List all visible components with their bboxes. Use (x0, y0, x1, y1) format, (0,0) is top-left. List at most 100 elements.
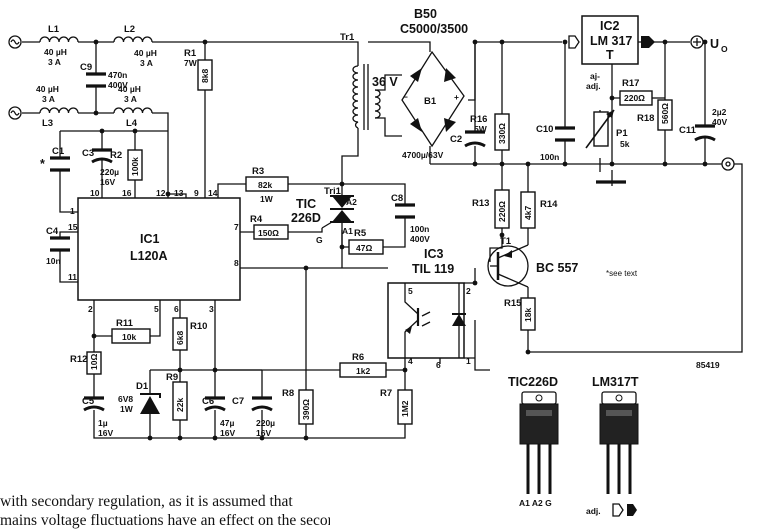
capacitor-c7: C7 220µ 16V (232, 396, 275, 438)
resistor-r17: 220Ω R17 (619, 78, 653, 106)
resistor-r11: 10k R11 (111, 318, 151, 344)
c7-value: 220µ (256, 418, 275, 428)
ic1-pin-15: 15 (68, 222, 78, 232)
r4-value: 150Ω (258, 228, 279, 238)
d1-value: 6V8 (118, 394, 133, 404)
tri1-ref: Tri1 (324, 186, 342, 197)
ic1-pin-2: 2 (88, 304, 93, 314)
l2-rating: 3 A (140, 58, 153, 68)
c9-value: 470n (108, 70, 127, 80)
c9-voltage: 400V (108, 80, 128, 90)
tri1-g: G (316, 235, 323, 245)
resistor-r10: 6k8 R10 (172, 317, 207, 351)
ic1-ref: IC1 (140, 232, 160, 246)
p1-ref: P1 (616, 128, 628, 139)
r2-value: 100k (130, 157, 140, 176)
r5-ref: R5 (354, 228, 367, 239)
c5-value: 1µ (98, 418, 108, 428)
r3-value: 82k (258, 180, 272, 190)
ic2-adj: aj- (590, 71, 600, 81)
r10-ref: R10 (190, 321, 207, 332)
package-tic226d: TIC226D A1 A2 G (508, 375, 559, 508)
ic1-pin-16: 16 (122, 188, 132, 198)
d1-ref: D1 (136, 381, 149, 392)
caption-line-2: mains voltage fluctuations have an effec… (0, 512, 330, 529)
c7-voltage: 16V (256, 428, 271, 438)
l1-rating: 3 A (48, 57, 61, 67)
ic1-pin-3: 3 (209, 304, 214, 314)
resistor-r9: 22k R9 (166, 372, 188, 421)
zener-d1: D1 6V8 1W (118, 381, 161, 414)
c8-ref: C8 (391, 193, 403, 204)
mains-input (8, 35, 22, 120)
output-label: U (710, 37, 719, 51)
resistor-r18: 560Ω R18 (637, 99, 673, 131)
ic2-suffix: T (606, 48, 614, 62)
b1-rating: C5000/3500 (400, 22, 468, 36)
r17-ref: R17 (622, 78, 639, 89)
junction-dots (91, 39, 708, 441)
capacitor-c10: C10 100n (536, 124, 575, 162)
lm-package-adj: adj. (586, 506, 601, 516)
l2-ref: L2 (124, 24, 135, 35)
c3-ref: C3 (82, 148, 94, 159)
p1-value: 5k (620, 139, 630, 149)
r1-ref: R1 (184, 48, 197, 59)
r1-power: 7W (184, 58, 198, 68)
ground-terminal (721, 157, 735, 171)
r11-ref: R11 (116, 318, 134, 329)
ic1-pin-1: 1 (70, 206, 75, 216)
r7-ref: R7 (380, 388, 392, 399)
l1-ref: L1 (48, 24, 60, 35)
r4-ref: R4 (250, 214, 263, 225)
l4-rating: 3 A (124, 94, 137, 104)
t1-ref: T1 (500, 236, 512, 247)
c11-value: 2µ2 (712, 107, 727, 117)
capacitor-c9: C9 470n 400V (80, 62, 128, 90)
transistor-t1: T1 BC 557 (487, 236, 578, 288)
c8-voltage: 400V (410, 234, 430, 244)
capacitor-c11: C11 2µ2 40V (679, 107, 727, 142)
r3-ref: R3 (252, 166, 264, 177)
l3-ref: L3 (42, 118, 53, 129)
c3-value: 220µ (100, 167, 119, 177)
bridge-minus: − (403, 92, 408, 102)
c2-ref: C2 (450, 134, 462, 145)
r15-ref: R15 (504, 298, 522, 309)
tri1-type2: 226D (291, 211, 321, 225)
tri1-type: TIC (296, 197, 316, 211)
package-lm317t: LM317T adj. (586, 375, 639, 517)
l2-value: 40 µH (134, 48, 157, 58)
ic1-pin-11: 11 (68, 272, 77, 282)
l4-value: 40 µH (118, 84, 141, 94)
ic3-ref: IC3 (424, 247, 444, 261)
caption-line-1: with secondary regulation, as it is assu… (0, 493, 293, 510)
ic1-controller: IC1 L120A 1 10 16 12 13 9 14 15 11 7 8 2… (68, 188, 241, 314)
r18-ref: R18 (637, 113, 654, 124)
ic1-pin-12: 12 (156, 188, 166, 198)
inductor-l2: L2 40 µH 3 A (113, 24, 157, 68)
bridge-plus: + (454, 92, 459, 102)
capacitor-c4: C4 10n (46, 226, 70, 266)
tr1-voltage: 36 V (372, 75, 398, 89)
t1-type: BC 557 (536, 261, 578, 275)
r7-value: 1M2 (400, 400, 410, 417)
ic2-ref: IC2 (600, 19, 620, 33)
ic1-pin-9: 9 (194, 188, 199, 198)
lm-package-title: LM317T (592, 375, 639, 389)
ic3-optocoupler: IC3 TIL 119 5 2 4 6 1 (387, 247, 471, 370)
r18-value: 560Ω (660, 103, 670, 124)
resistor-r8: 390Ω R8 (282, 388, 314, 425)
r16-ref: R16 (470, 114, 487, 125)
l3-value: 40 µH (36, 84, 59, 94)
c5-voltage: 16V (98, 428, 113, 438)
c6-ref: C6 (202, 396, 214, 407)
r12-ref: R12 (70, 354, 87, 365)
ic3-pin-2: 2 (466, 286, 471, 296)
c10-ref: C10 (536, 124, 553, 135)
transformer-tr1: Tr1 36 V (340, 32, 398, 130)
ic1-pin-13: 13 (174, 188, 184, 198)
r14-ref: R14 (540, 199, 558, 210)
r3-power: 1W (260, 194, 274, 204)
